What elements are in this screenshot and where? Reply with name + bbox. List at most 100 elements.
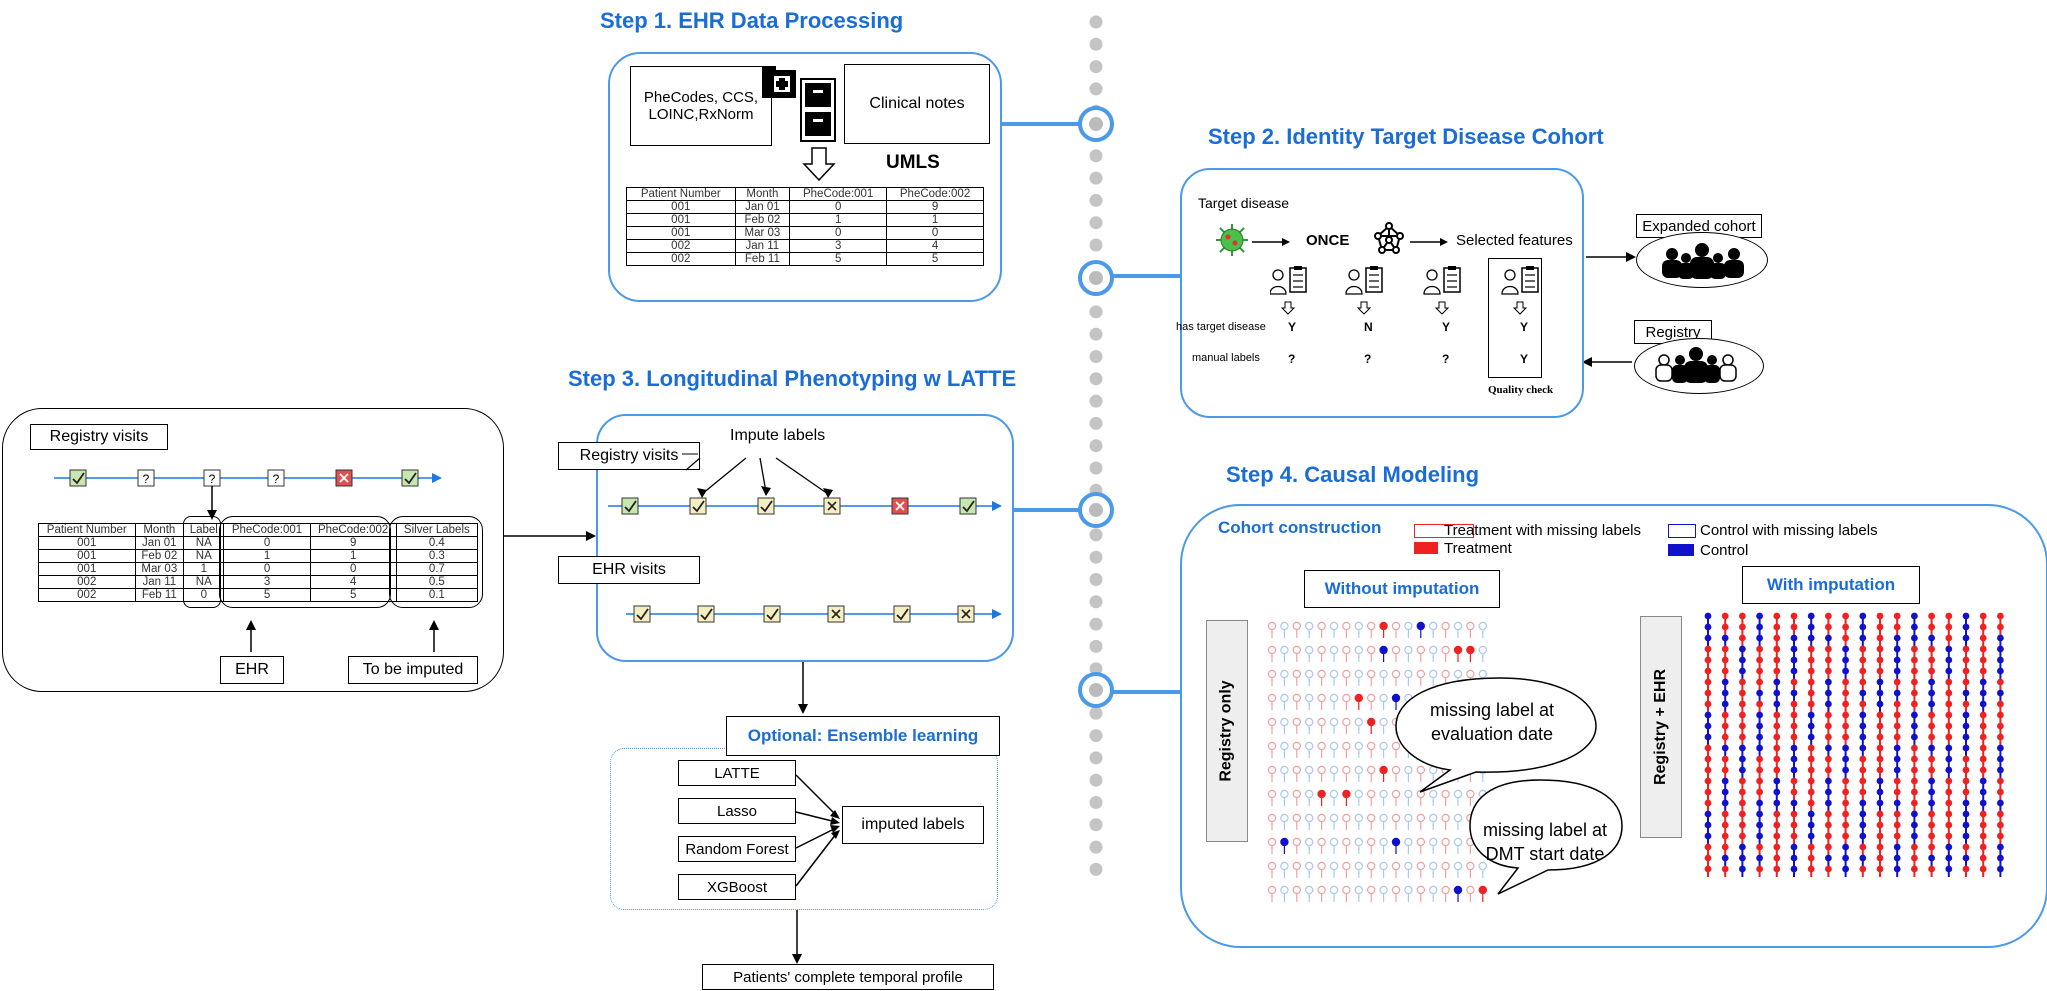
lollipop-head [1807, 678, 1815, 686]
lollipop-head [1773, 733, 1781, 741]
registry-crowd-icon [1655, 347, 1737, 383]
lollipop-head [1317, 885, 1326, 895]
visit-icon [401, 469, 419, 487]
lollipop-head [1979, 821, 1987, 829]
lollipop-head [1911, 744, 1918, 752]
lollipop-head [1790, 832, 1798, 840]
lollipop-head [1962, 821, 1970, 829]
lollipop-head [1825, 667, 1832, 675]
ehr-visit-icon [893, 605, 911, 623]
lollipop-head [1704, 854, 1712, 862]
lollipop-head [1292, 741, 1302, 751]
lollipop-head [1893, 689, 1901, 697]
lollipop-head [1267, 717, 1277, 727]
lollipop-head [1911, 810, 1918, 818]
lollipop-head [1962, 656, 1970, 664]
left-table-header: Month [134, 523, 185, 537]
lollipop-head [1876, 865, 1884, 873]
lollipop-head [1876, 821, 1884, 829]
complete-profile-box: Patients' complete temporal profile [702, 964, 994, 990]
lollipop-head [1911, 700, 1918, 708]
lollipop-head [1911, 755, 1918, 763]
lollipop-head [1739, 711, 1746, 719]
lollipop-head [1404, 837, 1413, 847]
lollipop-head [1292, 765, 1302, 775]
lollipop-head [1893, 722, 1901, 730]
lollipop-head [1280, 645, 1289, 655]
timeline-dot [1089, 617, 1103, 631]
lollipop-head [1928, 865, 1935, 873]
lollipop-head [1962, 755, 1970, 763]
lollipop-head [1979, 854, 1987, 862]
lollipop-head [1997, 656, 2004, 664]
lollipop-head [1859, 700, 1867, 708]
lollipop-head [1807, 612, 1815, 620]
lollipop-head [1876, 733, 1884, 741]
lollipop-head [1911, 678, 1918, 686]
lollipop-head [1842, 744, 1849, 752]
lollipop-head [1807, 865, 1815, 873]
lollipop-head [1859, 733, 1867, 741]
lollipop-head [1962, 843, 1970, 851]
quality-check-box [1488, 258, 1542, 378]
lollipop-head [1739, 777, 1746, 785]
imputed-labels-box: imputed labels [842, 806, 984, 844]
medical-folder-icon [762, 66, 796, 98]
manual-label-value: Y [1520, 352, 1529, 366]
lollipop-head [1979, 744, 1987, 752]
lollipop-head [1807, 645, 1815, 653]
lollipop-head [1292, 645, 1302, 655]
timeline-dot [1089, 193, 1103, 207]
lollipop-head [1859, 799, 1867, 807]
step1-table-cell: 001 [626, 213, 736, 227]
lollipop-head [1807, 755, 1815, 763]
lollipop-head [1979, 777, 1987, 785]
lollipop-head [1928, 612, 1935, 620]
has-target-value: N [1364, 320, 1373, 334]
lollipop-head [1842, 623, 1849, 631]
lollipop-head [1305, 789, 1314, 799]
umls-label: UMLS [886, 152, 940, 173]
has-target-value: Y [1442, 320, 1451, 334]
has-target-value: Y [1520, 320, 1529, 334]
lollipop-head [1962, 634, 1970, 642]
phecode-columns-outline [219, 516, 391, 608]
file-cabinet-icon [800, 78, 836, 142]
step1-table-header: Patient Number [626, 187, 736, 201]
lollipop-head [1305, 861, 1314, 871]
timeline-dot [1089, 818, 1103, 832]
lollipop-head [1721, 865, 1729, 873]
lollipop-head [1441, 861, 1450, 871]
lollipop-head [1329, 789, 1339, 799]
lollipop-head [1756, 667, 1763, 675]
lollipop-head [1478, 861, 1487, 871]
lollipop-head [1945, 854, 1953, 862]
lollipop-head [1416, 789, 1425, 799]
lollipop-head [1945, 744, 1953, 752]
lollipop-head [1478, 621, 1487, 631]
lollipop-head [1997, 689, 2004, 697]
lollipop-head [1979, 766, 1987, 774]
lollipop-head [1790, 865, 1798, 873]
lollipop-head [1911, 612, 1918, 620]
lollipop-head [1962, 788, 1970, 796]
lollipop-head [1893, 678, 1901, 686]
step3-registry-visits-label: Registry visits [579, 447, 679, 464]
lollipop-head [1807, 667, 1815, 675]
lollipop-head [1979, 700, 1987, 708]
lollipop-head [1366, 741, 1376, 751]
model-box-xgboost: XGBoost [678, 874, 796, 900]
lollipop-head [1280, 837, 1289, 847]
lollipop-head [1379, 885, 1388, 895]
lollipop-head [1842, 689, 1849, 697]
lollipop-head [1773, 755, 1781, 763]
lollipop-head [1721, 645, 1729, 653]
timeline-dot [1089, 862, 1103, 876]
registry-visit-icon [891, 497, 909, 515]
step3-timelines [608, 453, 1002, 623]
timeline-dot [1089, 439, 1103, 453]
to-be-imputed-box: To be imputed [348, 656, 478, 684]
lollipop-head [1773, 722, 1781, 730]
lollipop-head [1739, 755, 1746, 763]
